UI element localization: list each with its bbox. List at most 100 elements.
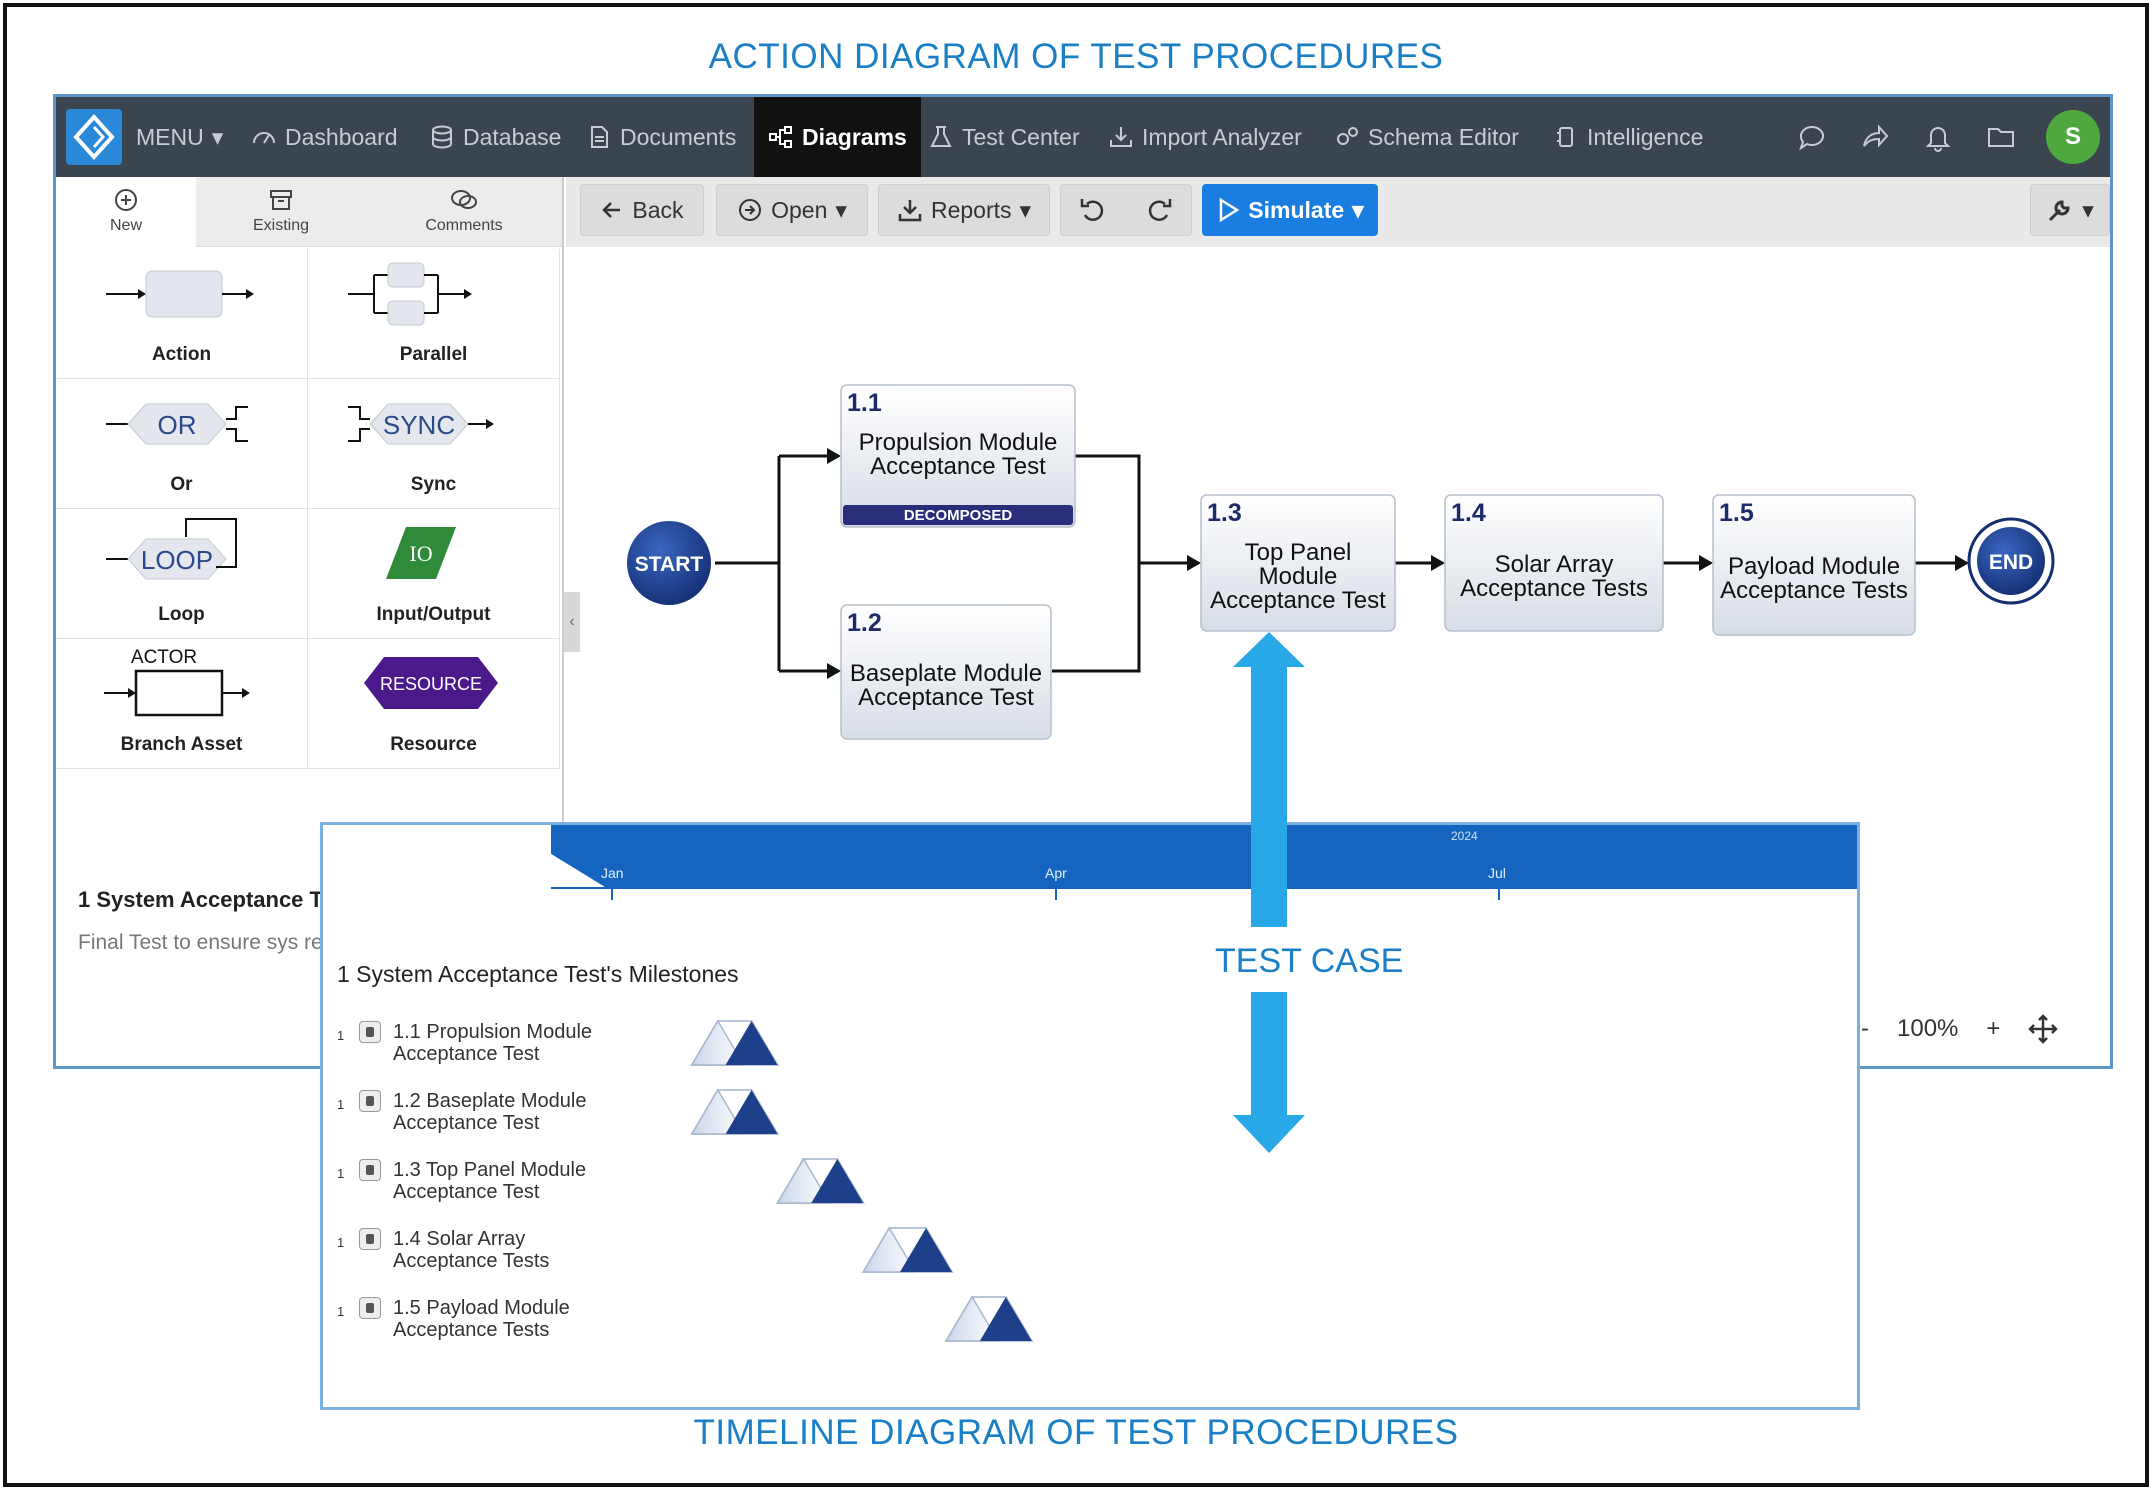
panel-collapse-handle[interactable]: ‹ xyxy=(564,592,580,652)
palette-resource[interactable]: RESOURCE Resource xyxy=(308,639,560,769)
or-shape-icon: OR xyxy=(106,403,248,445)
top-caption: ACTION DIAGRAM OF TEST PROCEDURES xyxy=(708,37,1444,76)
simulate-button[interactable]: Simulate▾ xyxy=(1202,184,1378,236)
palette-label: Action xyxy=(151,344,212,365)
nav-dashboard[interactable]: Dashboard xyxy=(251,97,398,177)
milestone-end-marker xyxy=(811,1159,864,1203)
start-label: START xyxy=(635,553,704,576)
parallel-shape-icon xyxy=(348,262,472,326)
action-node xyxy=(840,384,1076,528)
chat-icon[interactable] xyxy=(1796,121,1828,153)
share-icon[interactable] xyxy=(1859,121,1891,153)
zoom-in-button[interactable]: + xyxy=(1986,1015,2001,1042)
zoom-out-button[interactable]: - xyxy=(1861,1015,1869,1042)
back-button[interactable]: Back xyxy=(580,184,704,236)
milestone-index: 1 xyxy=(337,1028,345,1043)
palette-action[interactable]: Action xyxy=(56,249,308,379)
palette-parallel[interactable]: Parallel xyxy=(308,249,560,379)
action-shape-icon xyxy=(106,270,254,318)
milestone-start-marker xyxy=(944,1295,1000,1342)
spinner-icon[interactable] xyxy=(359,1297,381,1319)
reports-label: Reports xyxy=(930,196,1012,223)
milestone-end-marker xyxy=(725,1021,778,1065)
nav-database[interactable]: Database xyxy=(429,97,561,177)
spinner-icon[interactable] xyxy=(359,1021,381,1043)
arrow-left-icon xyxy=(602,202,621,218)
node-label: Propulsion Module xyxy=(859,429,1058,456)
menu-button[interactable]: MENU ▾ xyxy=(136,97,223,177)
arrow-head xyxy=(1431,555,1445,571)
loop-shape-icon: LOOP xyxy=(106,518,237,580)
tab-existing[interactable]: Existing xyxy=(196,177,366,247)
user-avatar[interactable]: S xyxy=(2046,110,2100,164)
nav-import-analyzer[interactable]: Import Analyzer xyxy=(1108,97,1302,177)
caret-down-icon: ▾ xyxy=(211,123,224,150)
spinner-icon[interactable] xyxy=(359,1090,381,1112)
io-shape-icon: IO xyxy=(386,527,456,579)
milestone-end-marker xyxy=(725,1090,778,1134)
node-id: 1.4 xyxy=(1451,499,1486,527)
settings-dropdown[interactable]: ▾ xyxy=(2030,184,2110,236)
open-button[interactable]: Open▾ xyxy=(716,184,868,236)
palette-loop[interactable]: LOOP Loop xyxy=(56,509,308,639)
undo-redo-group xyxy=(1060,184,1192,236)
node-id: 1.1 xyxy=(847,389,882,417)
month-label: Apr xyxy=(1045,865,1067,881)
timeline-title: 1 System Acceptance Test's Milestones xyxy=(337,961,739,987)
node-label: Acceptance Tests xyxy=(1460,575,1648,602)
spinner-icon[interactable] xyxy=(359,1159,381,1181)
palette-or[interactable]: OR Or xyxy=(56,379,308,509)
comments-icon xyxy=(451,190,477,209)
timeline-header: 2024 Jan Apr Jul xyxy=(551,825,1857,889)
node-label: Acceptance Tests xyxy=(1720,577,1908,604)
bell-icon[interactable] xyxy=(1922,121,1954,153)
move-icon[interactable] xyxy=(2028,1014,2059,1044)
node-label: Acceptance Test xyxy=(870,453,1046,480)
back-label: Back xyxy=(632,196,684,223)
node-id: 1.5 xyxy=(1719,499,1754,527)
spinner-icon[interactable] xyxy=(359,1228,381,1250)
action-node xyxy=(1712,494,1916,636)
palette-input-output[interactable]: IO Input/Output xyxy=(308,509,560,639)
resource-shape-icon: RESOURCE xyxy=(364,657,498,709)
nav-label: Diagrams xyxy=(802,123,907,150)
nav-diagrams[interactable]: Diagrams xyxy=(754,97,921,177)
month-label: Jan xyxy=(601,865,624,881)
nav-documents[interactable]: Documents xyxy=(586,97,736,177)
io-glyph: IO xyxy=(409,541,432,566)
nav-test-center[interactable]: Test Center xyxy=(928,97,1080,177)
sync-glyph: SYNC xyxy=(383,410,455,440)
milestone-index: 1 xyxy=(337,1166,345,1181)
test-case-arrow-up xyxy=(1233,632,1305,927)
palette-sync[interactable]: SYNC Sync xyxy=(308,379,560,509)
redo-icon[interactable] xyxy=(1144,195,1174,225)
nav-label: Dashboard xyxy=(285,123,398,150)
caret-down-icon: ▾ xyxy=(1352,196,1364,223)
info-title: 1 System Acceptance Test xyxy=(78,887,354,912)
folder-icon[interactable] xyxy=(1985,121,2017,153)
undo-icon[interactable] xyxy=(1078,195,1108,225)
menu-label: MENU xyxy=(136,123,204,150)
gauge-icon xyxy=(253,132,275,144)
reports-button[interactable]: Reports▾ xyxy=(878,184,1050,236)
actor-shape-icon: ACTOR xyxy=(104,647,250,717)
tab-new[interactable]: New xyxy=(56,177,196,247)
node-label: Solar Array xyxy=(1495,551,1614,578)
tab-comments[interactable]: Comments xyxy=(366,177,562,247)
palette-branch-asset[interactable]: ACTOR Branch Asset xyxy=(56,639,308,769)
nav-schema-editor[interactable]: Schema Editor xyxy=(1334,97,1519,177)
app-logo[interactable] xyxy=(66,109,122,165)
nav-intelligence[interactable]: Intelligence xyxy=(1553,97,1703,177)
test-case-arrow-down xyxy=(1233,992,1305,1153)
milestone-index: 1 xyxy=(337,1304,345,1319)
arrow-head xyxy=(827,663,841,679)
